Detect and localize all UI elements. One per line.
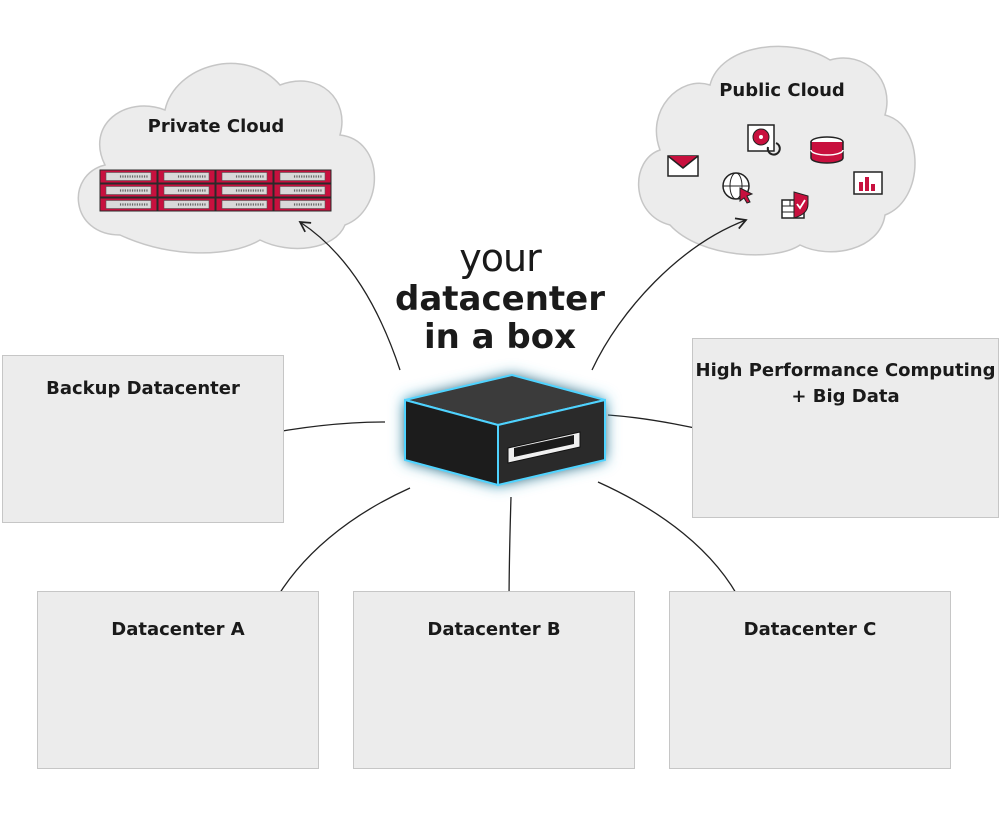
web-globe-icon <box>722 172 754 204</box>
server-unit <box>273 197 332 212</box>
server-unit <box>215 169 274 184</box>
server-unit <box>273 169 332 184</box>
firewall-shield-icon <box>781 191 809 219</box>
private-cloud-label: Private Cloud <box>147 116 285 137</box>
bar-chart-icon <box>853 171 883 195</box>
mail-icon <box>667 155 699 177</box>
server-unit <box>99 197 158 212</box>
box-port-icon <box>507 431 581 464</box>
datacenter-c-panel <box>669 591 951 769</box>
datacenter-a-label: Datacenter A <box>111 619 245 640</box>
datacenter-b-panel <box>353 591 635 769</box>
server-unit <box>273 183 332 198</box>
server-unit <box>215 183 274 198</box>
datacenter-box <box>404 373 606 487</box>
public-cloud <box>638 45 916 256</box>
hpc-label-line2: + Big Data <box>791 386 900 407</box>
public-cloud-label: Public Cloud <box>719 80 845 101</box>
headline-your: your <box>459 236 541 280</box>
arrow-to-private-cloud <box>298 221 401 371</box>
datacenter-b-label: Datacenter B <box>427 619 561 640</box>
server-unit <box>215 197 274 212</box>
headline-datacenter: datacenter <box>395 279 605 319</box>
server-unit <box>99 169 158 184</box>
headline-in-a-box: in a box <box>423 317 577 357</box>
private-cloud-rack <box>99 169 332 212</box>
server-unit <box>99 183 158 198</box>
database-icon <box>810 136 844 164</box>
restore-disk-icon <box>747 124 781 156</box>
arrow-to-public-cloud <box>591 217 748 371</box>
hpc-panel <box>692 338 999 518</box>
server-unit <box>157 197 216 212</box>
arrow-to-datacenter-a <box>271 487 411 608</box>
server-unit <box>157 183 216 198</box>
server-unit <box>157 169 216 184</box>
arrow-to-datacenter-c <box>597 481 744 606</box>
private-cloud <box>77 62 376 254</box>
backup-datacenter-panel <box>2 355 284 523</box>
datacenter-a-panel <box>37 591 319 769</box>
backup-datacenter-label: Backup Datacenter <box>46 378 240 399</box>
datacenter-c-label: Datacenter C <box>743 619 877 640</box>
hpc-label-line1: High Performance Computing <box>695 360 996 381</box>
